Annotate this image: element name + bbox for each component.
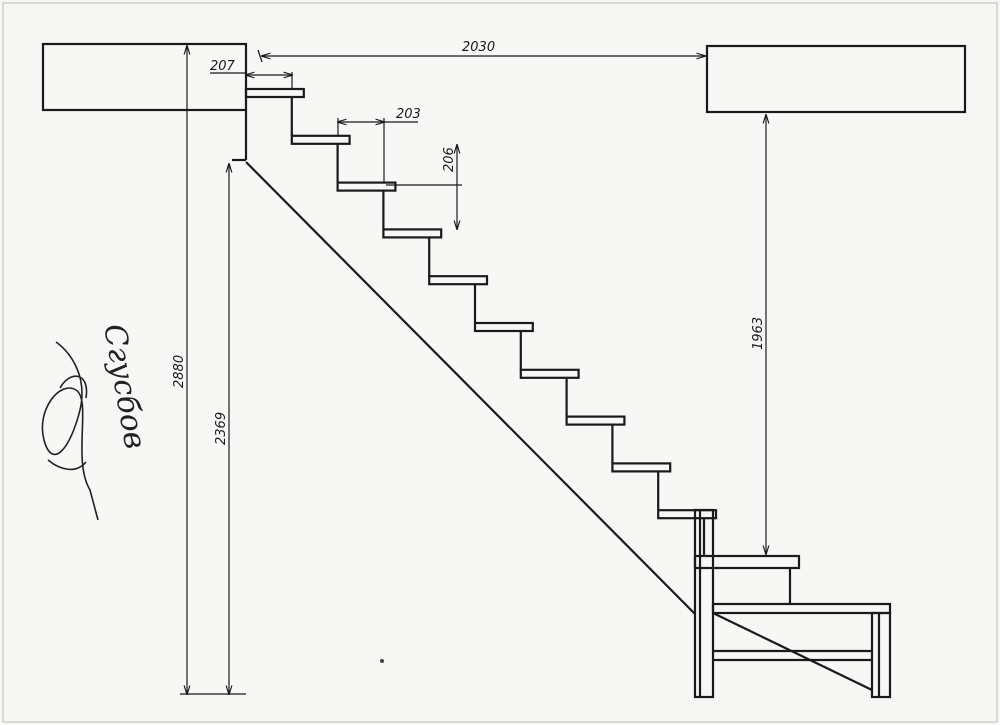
dim-total-height-label: 2880 [172, 355, 187, 388]
stair-tread [290, 134, 351, 145]
ink-speck [380, 659, 384, 663]
landing-frame [693, 508, 892, 699]
dim-first-tread-label: 207 [210, 59, 236, 74]
stair-tread [382, 228, 443, 239]
dim-riser: 206 [386, 145, 462, 229]
dim-riser-label: 206 [442, 147, 457, 172]
stair-tread [336, 181, 397, 192]
stair-tread [244, 87, 305, 99]
dim-tread: 203 [338, 107, 421, 183]
dim-stringer-height-label: 2369 [214, 412, 229, 445]
dim-stringer-height: 2369 [214, 164, 229, 694]
dim-first-tread: 207 [210, 59, 292, 90]
dim-headroom-label: 1963 [751, 317, 766, 350]
stair-tread [611, 462, 672, 473]
signature-mark [41, 341, 99, 521]
stair-steps [244, 87, 718, 557]
stair-tread [519, 368, 580, 379]
stair-tread [428, 275, 489, 286]
dim-span-label: 2030 [462, 40, 495, 55]
dim-span: 2030 [257, 40, 705, 63]
stair-tread [657, 509, 718, 520]
stair-tread [473, 321, 534, 333]
dim-headroom: 1963 [751, 115, 766, 554]
signature-text: Сгусбов [96, 321, 152, 451]
stringer-line [245, 161, 696, 615]
svg-text:Сгусбов: Сгусбов [96, 321, 152, 451]
dim-tread-label: 203 [396, 107, 421, 122]
dim-total-height: 2880 [172, 46, 246, 694]
stair-tread [565, 415, 626, 426]
upper-slab-right [705, 44, 967, 114]
upper-slab-left [41, 42, 248, 112]
